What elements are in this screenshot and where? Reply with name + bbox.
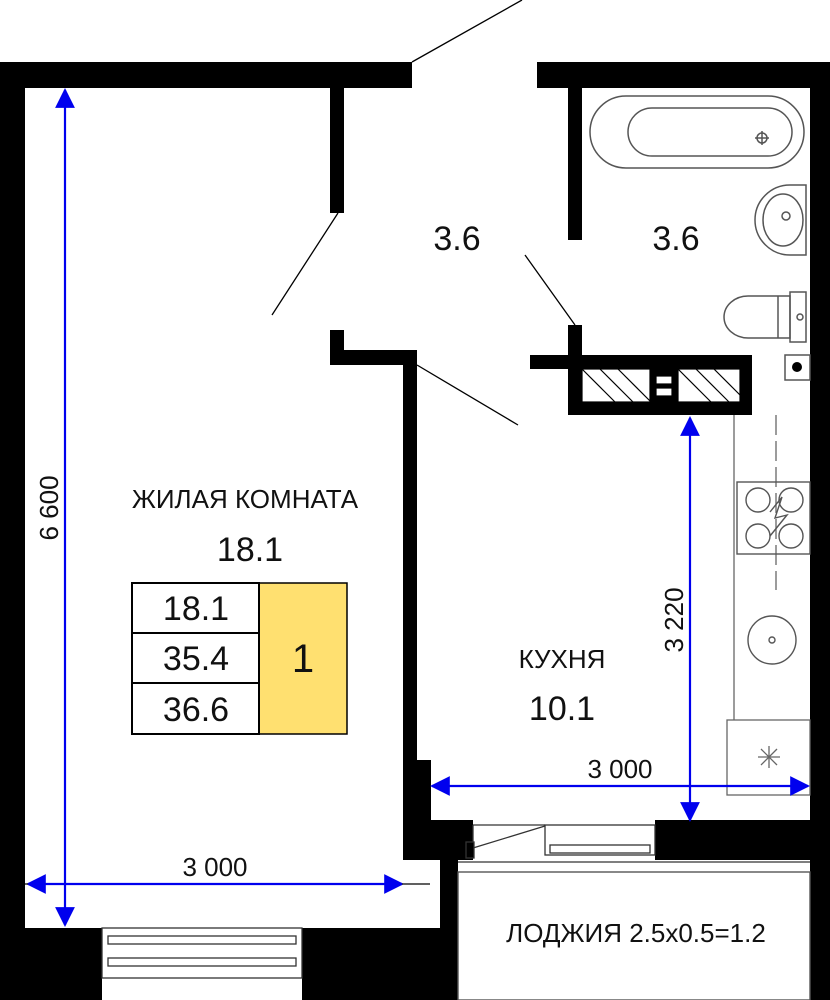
summary-total-area: 35.4 [163,640,229,678]
summary-total-with-loggia: 36.6 [163,691,229,729]
bathtub [589,95,805,169]
kitchen-door [416,364,519,426]
riser [784,354,811,381]
hall-area: 3.6 [433,220,480,258]
walls [0,62,830,1000]
living-room-name: ЖИЛАЯ КОМНАТА [132,484,359,514]
summary-room-count: 1 [292,637,314,681]
bath-area: 3.6 [652,220,699,258]
toilet [723,291,807,343]
living-width-label: 3 000 [182,852,247,882]
kitchen-width-label: 3 000 [587,754,652,784]
kitchen-name: КУХНЯ [519,644,606,674]
kitchen-sink-icon [747,615,797,665]
kitchen-counter [733,415,777,720]
living-door [271,212,339,316]
kitchen-height-label: 3 220 [659,587,689,652]
room-count-cell [258,582,348,735]
sink [754,184,807,256]
kitchen-window-door [465,824,656,860]
dimension-lines [26,88,810,927]
loggia-label: ЛОДЖИЯ 2.5х0.5=1.2 [506,918,766,948]
living-window [101,927,303,979]
shaft-hatch [581,368,741,403]
bath-door [524,254,576,326]
kitchen-area: 10.1 [529,690,595,728]
area-summary-table: 18.1 35.4 36.6 1 [131,582,348,735]
living-height-label: 6 600 [34,475,64,540]
door-swings [271,0,576,426]
summary-living-area: 18.1 [163,590,229,628]
living-room-area: 18.1 [217,531,283,569]
entrance-door [411,0,523,63]
loggia-frame [457,861,811,1000]
stove-icon [736,481,811,555]
fridge-icon [726,719,811,796]
